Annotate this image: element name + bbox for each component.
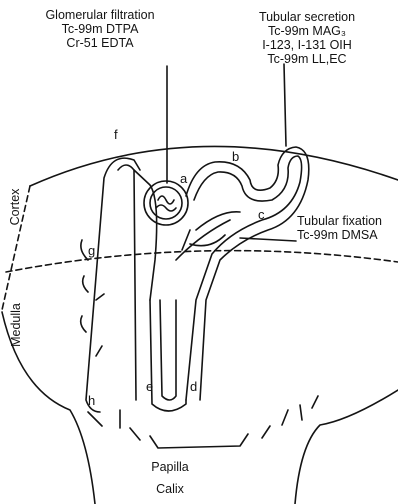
- secretion-agent-1: Tc-99m MAG₃: [232, 24, 382, 38]
- medulla-label: Medulla: [9, 295, 23, 355]
- calix-label: Calix: [140, 482, 200, 496]
- glomerular-tuft: [156, 196, 176, 211]
- medulla-right-outline: [295, 390, 398, 504]
- marker-d: d: [190, 380, 197, 393]
- secretion-agent-2: I-123, I-131 OIH: [232, 38, 382, 52]
- fixation-title: Tubular fixation: [297, 214, 397, 228]
- papilla-brackets: [88, 396, 318, 448]
- marker-h: h: [88, 394, 95, 407]
- cortex-outer-arc: [30, 146, 398, 186]
- secretion-title: Tubular secretion: [232, 10, 382, 24]
- glomerular-title: Glomerular filtration: [25, 8, 175, 22]
- loop-of-henle: [150, 300, 186, 411]
- marker-g: g: [88, 244, 95, 257]
- marker-f: f: [114, 128, 118, 141]
- cortex-label: Cortex: [8, 182, 22, 232]
- collecting-duct: [86, 158, 140, 412]
- marker-c: c: [258, 208, 265, 221]
- proximal-tubule-inner: [186, 156, 302, 400]
- glomerular-agent-1: Tc-99m DTPA: [25, 22, 175, 36]
- glomerular-label: Glomerular filtration Tc-99m DTPA Cr-51 …: [25, 8, 175, 50]
- secretion-label: Tubular secretion Tc-99m MAG₃ I-123, I-1…: [232, 10, 382, 66]
- secretion-agent-3: Tc-99m LL,EC: [232, 52, 382, 66]
- distal-tubule: [134, 170, 157, 300]
- secretion-pointer: [284, 64, 286, 146]
- marker-b: b: [232, 150, 239, 163]
- papilla-label: Papilla: [140, 460, 200, 474]
- corticomedullary-boundary: [6, 251, 398, 272]
- marker-a: a: [180, 172, 187, 185]
- marker-e: e: [146, 380, 153, 393]
- fixation-agent-1: Tc-99m DMSA: [297, 228, 397, 242]
- fixation-label: Tubular fixation Tc-99m DMSA: [297, 214, 397, 242]
- glomerular-agent-2: Cr-51 EDTA: [25, 36, 175, 50]
